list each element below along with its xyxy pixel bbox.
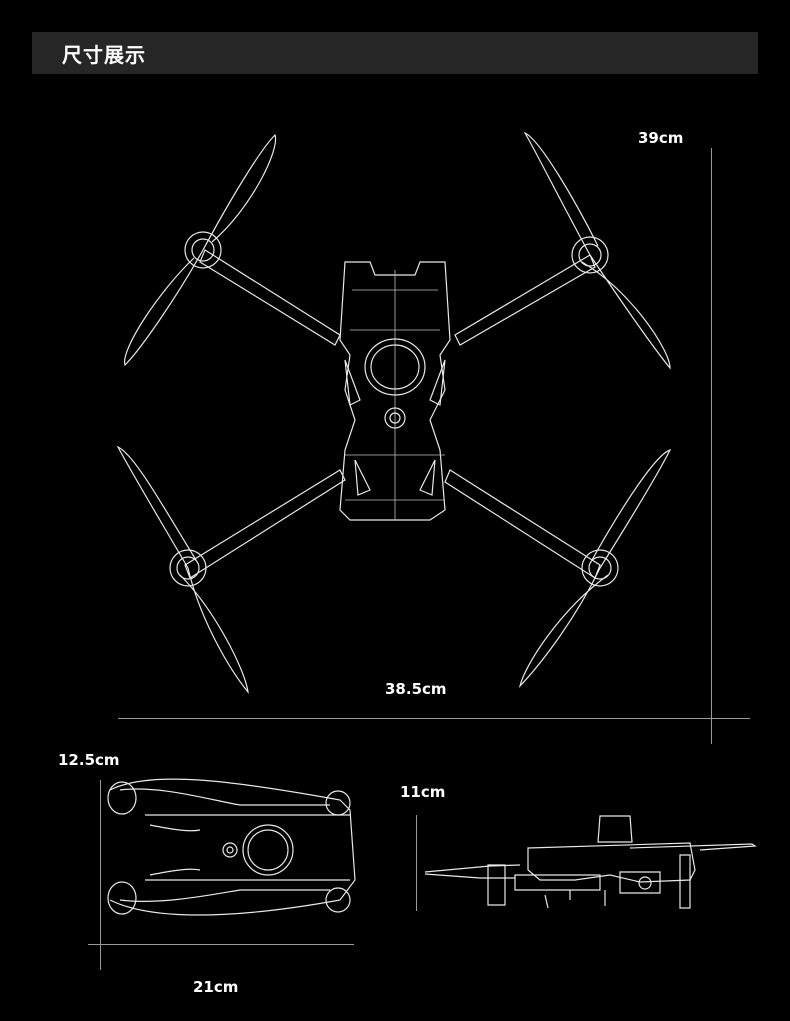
folded-height-line: [100, 780, 101, 970]
drone-motors: [169, 231, 619, 587]
section-title: 尺寸展示: [62, 43, 146, 67]
section-header: 尺寸展示: [32, 32, 758, 74]
drone-propellers: [116, 131, 672, 695]
folded-height-label: 12.5cm: [58, 751, 120, 769]
drone-body: [339, 261, 451, 521]
top-view-height-line: [711, 148, 712, 744]
side-height-label: 11cm: [400, 783, 446, 801]
folded-length-label: 21cm: [193, 978, 239, 996]
top-view-width-label: 38.5cm: [385, 680, 447, 698]
side-height-line: [416, 815, 417, 911]
folded-length-line: [88, 944, 354, 945]
top-view-height-label: 39cm: [638, 129, 684, 147]
top-view-width-line: [118, 718, 750, 719]
